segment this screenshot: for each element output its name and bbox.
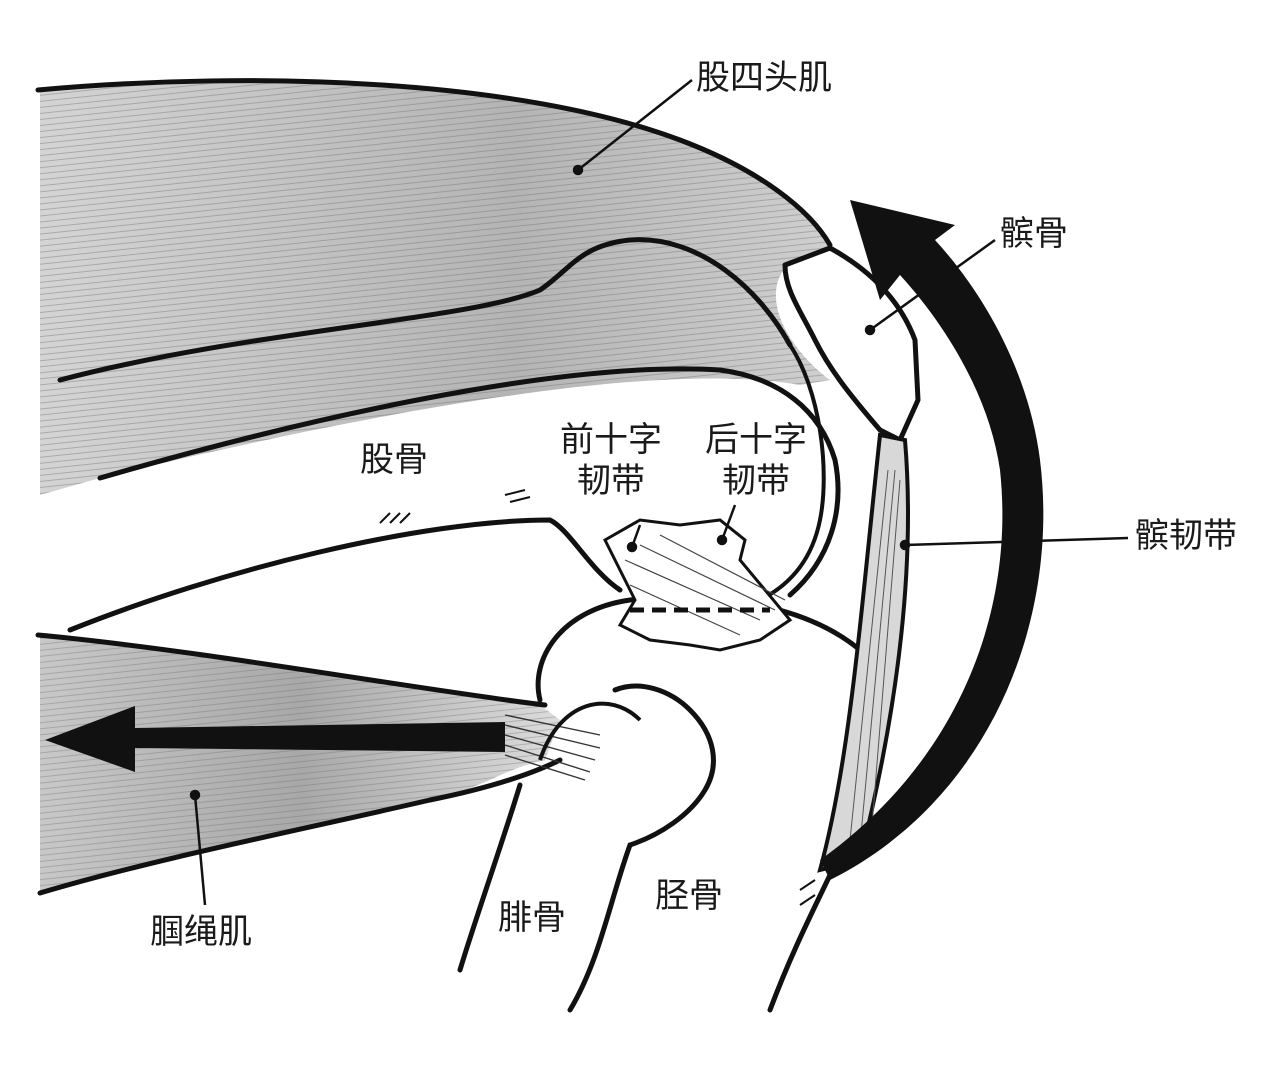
label-popliteus: 腘绳肌: [150, 912, 252, 952]
femur-shaft: [57, 237, 793, 383]
tibia-bone: [535, 594, 886, 1013]
label-patellar-ligament: 髌韧带: [1135, 516, 1237, 556]
cruciate-ligaments: [603, 518, 793, 652]
label-acl: 前十字 韧带: [560, 420, 662, 502]
label-pcl-line1: 后十字: [705, 420, 807, 460]
label-patella: 髌骨: [1000, 214, 1068, 254]
fibula-bone: [457, 782, 523, 973]
label-femur: 股骨: [360, 440, 428, 480]
label-fibula: 腓骨: [498, 898, 566, 938]
label-quadriceps: 股四头肌: [696, 58, 832, 98]
label-pcl: 后十字 韧带: [705, 420, 807, 502]
label-acl-line1: 前十字: [560, 420, 662, 460]
label-pcl-line2: 韧带: [722, 460, 790, 501]
label-tibia: 胫骨: [655, 876, 723, 916]
extension-arrow: [820, 200, 1044, 880]
hamstring-pull-arrow: [45, 706, 505, 772]
label-acl-line2: 韧带: [577, 460, 645, 501]
